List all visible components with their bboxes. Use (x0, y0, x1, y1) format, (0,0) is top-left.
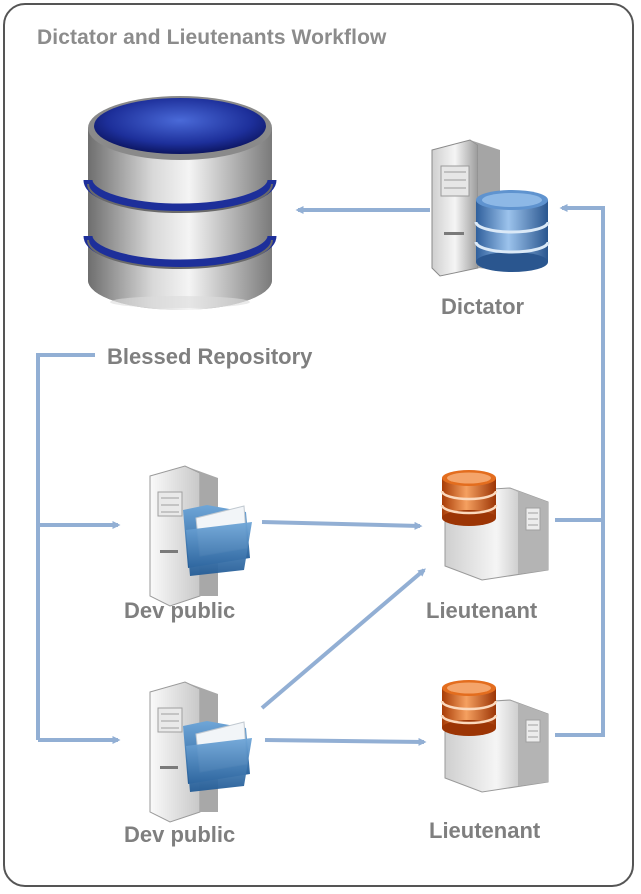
dev-public-label: Dev public (124, 598, 236, 623)
blessed-repository-label: Blessed Repository (107, 344, 313, 369)
server-database-icon (431, 139, 550, 277)
server-folder-icon (149, 465, 252, 607)
lieutenant-label: Lieutenant (426, 598, 538, 623)
server-database-icon (440, 680, 549, 793)
diagram-title: Dictator and Lieutenants Workflow (37, 26, 387, 49)
dev-public-label: Dev public (124, 822, 236, 847)
server-database-icon (440, 470, 549, 581)
dictator-label: Dictator (441, 294, 525, 319)
connector-blessed-bus (36, 353, 95, 740)
arrow-dev2-to-lt1 (260, 568, 426, 710)
connector-lieutenants-to-dictator (555, 208, 605, 737)
arrow-dev2-to-lt2 (264, 737, 427, 746)
lieutenant-label: Lieutenant (429, 818, 541, 843)
arrow-dev1-to-lt1 (261, 520, 423, 530)
server-folder-icon (149, 681, 252, 823)
database-icon (83, 96, 277, 310)
